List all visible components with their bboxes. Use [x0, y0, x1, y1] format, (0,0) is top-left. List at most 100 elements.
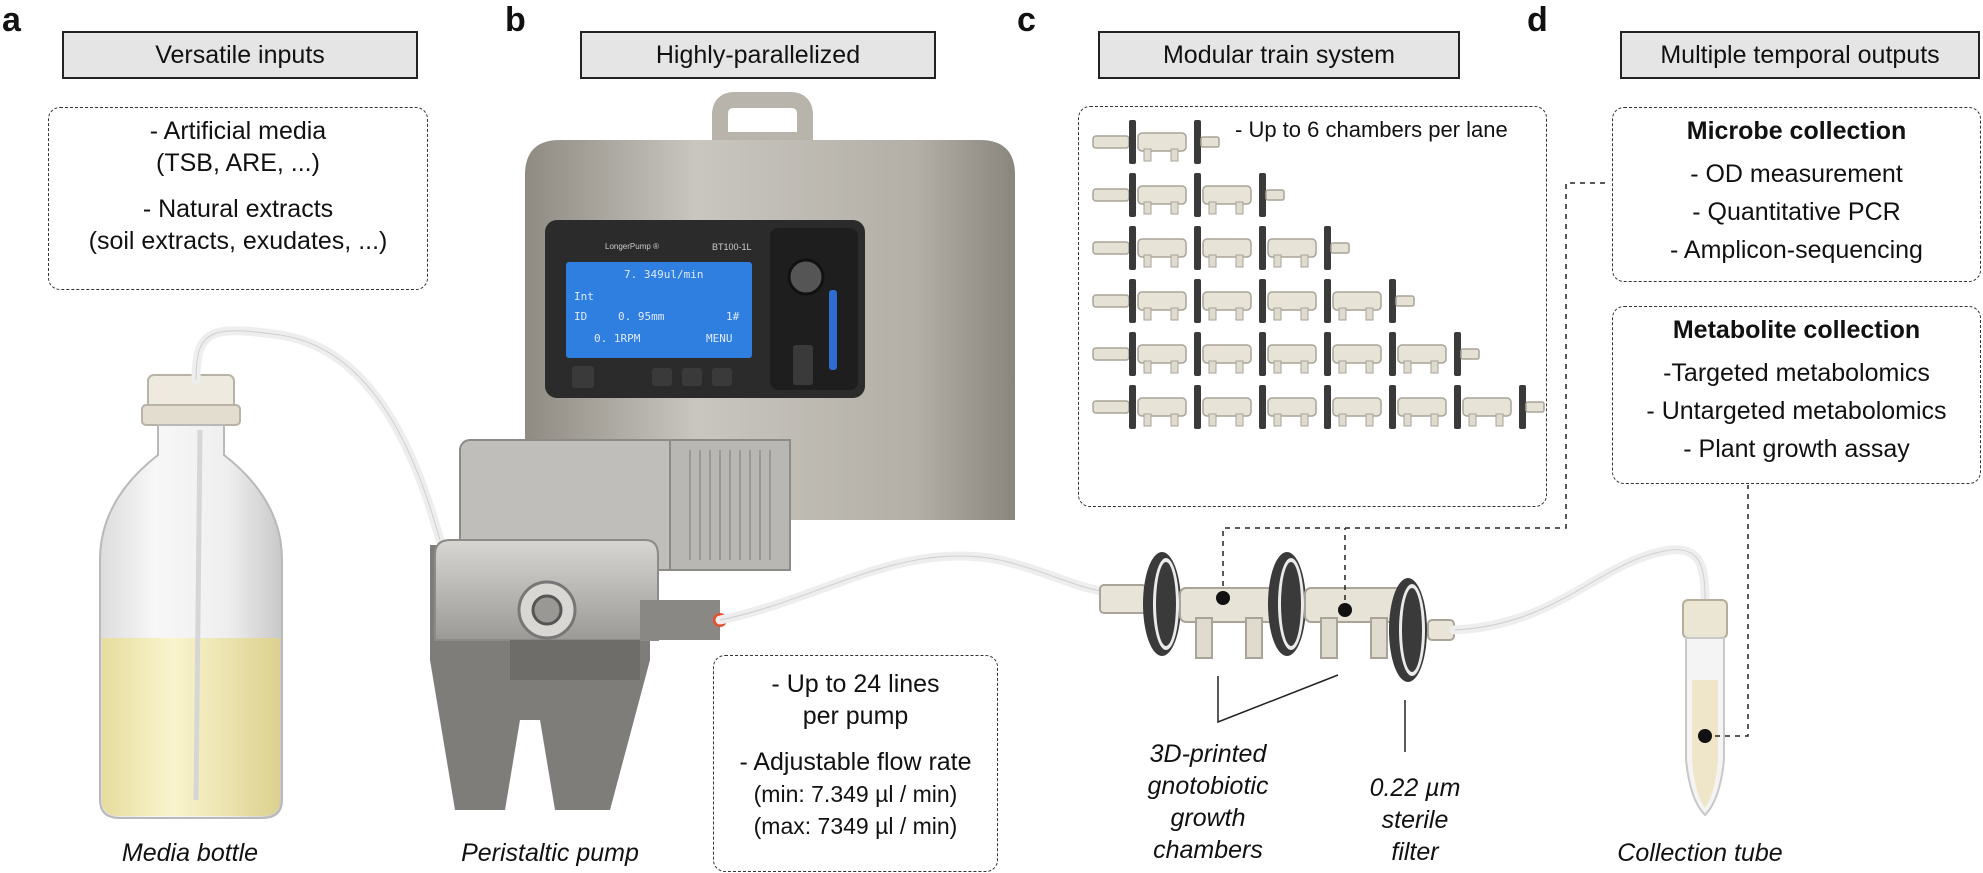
tubing-to-collection-tube-outline [1453, 549, 1706, 631]
chamber-marker [1216, 591, 1230, 605]
lane-chamber-leg [1273, 254, 1282, 268]
lane-filter [1194, 120, 1201, 164]
lane-chamber [1267, 344, 1317, 364]
panel-letter-b: b [505, 1, 526, 39]
lane-chamber [1462, 397, 1512, 417]
lane-chamber-leg [1143, 254, 1152, 268]
lane-filter [1389, 332, 1396, 376]
microbe-item: - Quantitative PCR [1692, 198, 1901, 226]
metabolite-collection-title: Metabolite collection [1672, 316, 1921, 344]
tube-marker [1698, 729, 1712, 743]
lane-filter [1259, 332, 1266, 376]
lane-chamber-leg [1495, 413, 1504, 427]
lane-chamber [1137, 397, 1187, 417]
pump-line4b: MENU [706, 332, 733, 345]
lane-chamber-leg [1235, 413, 1244, 427]
lane-chamber-leg [1300, 360, 1309, 374]
lane-chamber-leg [1430, 413, 1439, 427]
lane-chamber [1137, 238, 1187, 258]
lane-filter [1259, 279, 1266, 323]
filter-disc [1268, 552, 1306, 656]
lane-filter [1389, 279, 1396, 323]
chamber-lane [1092, 173, 1285, 217]
pump-spec-line: per pump [802, 702, 909, 730]
caption-media-bottle: Media bottle [121, 839, 259, 867]
connector-lines [1217, 182, 1749, 752]
lane-chamber [1137, 185, 1187, 205]
caption-line: growth [1170, 804, 1246, 832]
pump-line3c: 1# [726, 310, 740, 323]
lane-outlet [1330, 242, 1350, 254]
lane-chamber [1202, 185, 1252, 205]
caption-growth-chambers: 3D-printed gnotobiotic growth chambers [1113, 738, 1303, 866]
chambers-text-line: - Up to 6 chambers [1235, 117, 1423, 142]
lane-filter [1194, 226, 1201, 270]
lane-chamber [1332, 344, 1382, 364]
caption-sterile-filter: 0.22 µm sterile filter [1340, 772, 1490, 868]
lane-chamber [1397, 397, 1447, 417]
inputs-line: (TSB, ARE, ...) [156, 149, 320, 177]
caption-line: chambers [1153, 836, 1263, 864]
lane-chamber-leg [1300, 307, 1309, 321]
lane-chamber [1332, 397, 1382, 417]
lane-filter [1194, 385, 1201, 429]
panel-letter-a: a [2, 1, 21, 39]
lane-filter [1129, 120, 1136, 164]
lane-chamber-leg [1235, 201, 1244, 215]
lane-chamber [1202, 291, 1252, 311]
lane-chamber [1137, 344, 1187, 364]
caption-line: 3D-printed [1149, 740, 1267, 768]
lane-chamber-leg [1170, 307, 1179, 321]
lane-chamber-leg [1235, 360, 1244, 374]
lane-filter [1259, 226, 1266, 270]
lane-chamber-leg [1468, 413, 1477, 427]
lane-chamber-leg [1208, 201, 1217, 215]
caption-line: filter [1391, 838, 1439, 866]
caption-collection-tube: Collection tube [1617, 839, 1783, 867]
lane-chamber-leg [1273, 307, 1282, 321]
lane-chamber-leg [1143, 201, 1152, 215]
pump-spec-line: (max: 7349 µl / min) [753, 813, 958, 839]
chambers-box [1078, 106, 1547, 507]
lane-chamber-leg [1208, 360, 1217, 374]
lane-filter [1519, 385, 1526, 429]
chamber-lane [1092, 120, 1220, 164]
lane-chamber-leg [1338, 307, 1347, 321]
lane-filter [1324, 226, 1331, 270]
header-highly-parallelized: Highly-parallelized [580, 31, 936, 79]
lane-filter [1129, 279, 1136, 323]
chamber-lane [1092, 332, 1480, 376]
metabolite-item: - Plant growth assay [1683, 435, 1910, 463]
pump-spec-box: - Up to 24 lines per pump - Adjustable f… [713, 655, 998, 872]
inputs-line: - Artificial media [149, 117, 327, 145]
lane-outlet [1200, 136, 1220, 148]
pump-flow: 7. 349ul/min [624, 268, 704, 281]
lane-chamber-leg [1235, 307, 1244, 321]
panel-letter-d: d [1527, 1, 1548, 39]
lane-chamber-leg [1403, 413, 1412, 427]
caption-line: gnotobiotic [1147, 772, 1269, 800]
metabolite-item: - Untargeted metabolomics [1646, 397, 1947, 425]
microbe-collection-title: Microbe collection [1686, 117, 1907, 145]
lane-chamber [1202, 238, 1252, 258]
caption-line: 0.22 µm [1369, 774, 1461, 802]
pump-display: 7. 349ul/min Int ID 0. 95mm 1# 0. 1RPM M… [566, 262, 752, 358]
tubing-bottle-to-pump-outline [195, 330, 441, 541]
metabolite-collection-box: Metabolite collection -Targeted metabolo… [1612, 306, 1981, 484]
lane-chamber-leg [1208, 307, 1217, 321]
lane-chamber-leg [1273, 413, 1282, 427]
lane-filter [1454, 385, 1461, 429]
chamber-marker [1338, 603, 1352, 617]
lane-chamber [1137, 132, 1187, 152]
inputs-line: (soil extracts, exudates, ...) [88, 227, 388, 255]
lane-chamber-leg [1143, 148, 1152, 162]
caption-line: sterile [1381, 806, 1449, 834]
microbe-collection-box: Microbe collection - OD measurement - Qu… [1612, 107, 1981, 282]
lane-filter [1454, 332, 1461, 376]
pump-line2: Int [574, 290, 594, 303]
lane-filter [1129, 173, 1136, 217]
pump-spec-line: (min: 7.349 µl / min) [753, 781, 958, 807]
lane-chamber-leg [1403, 360, 1412, 374]
